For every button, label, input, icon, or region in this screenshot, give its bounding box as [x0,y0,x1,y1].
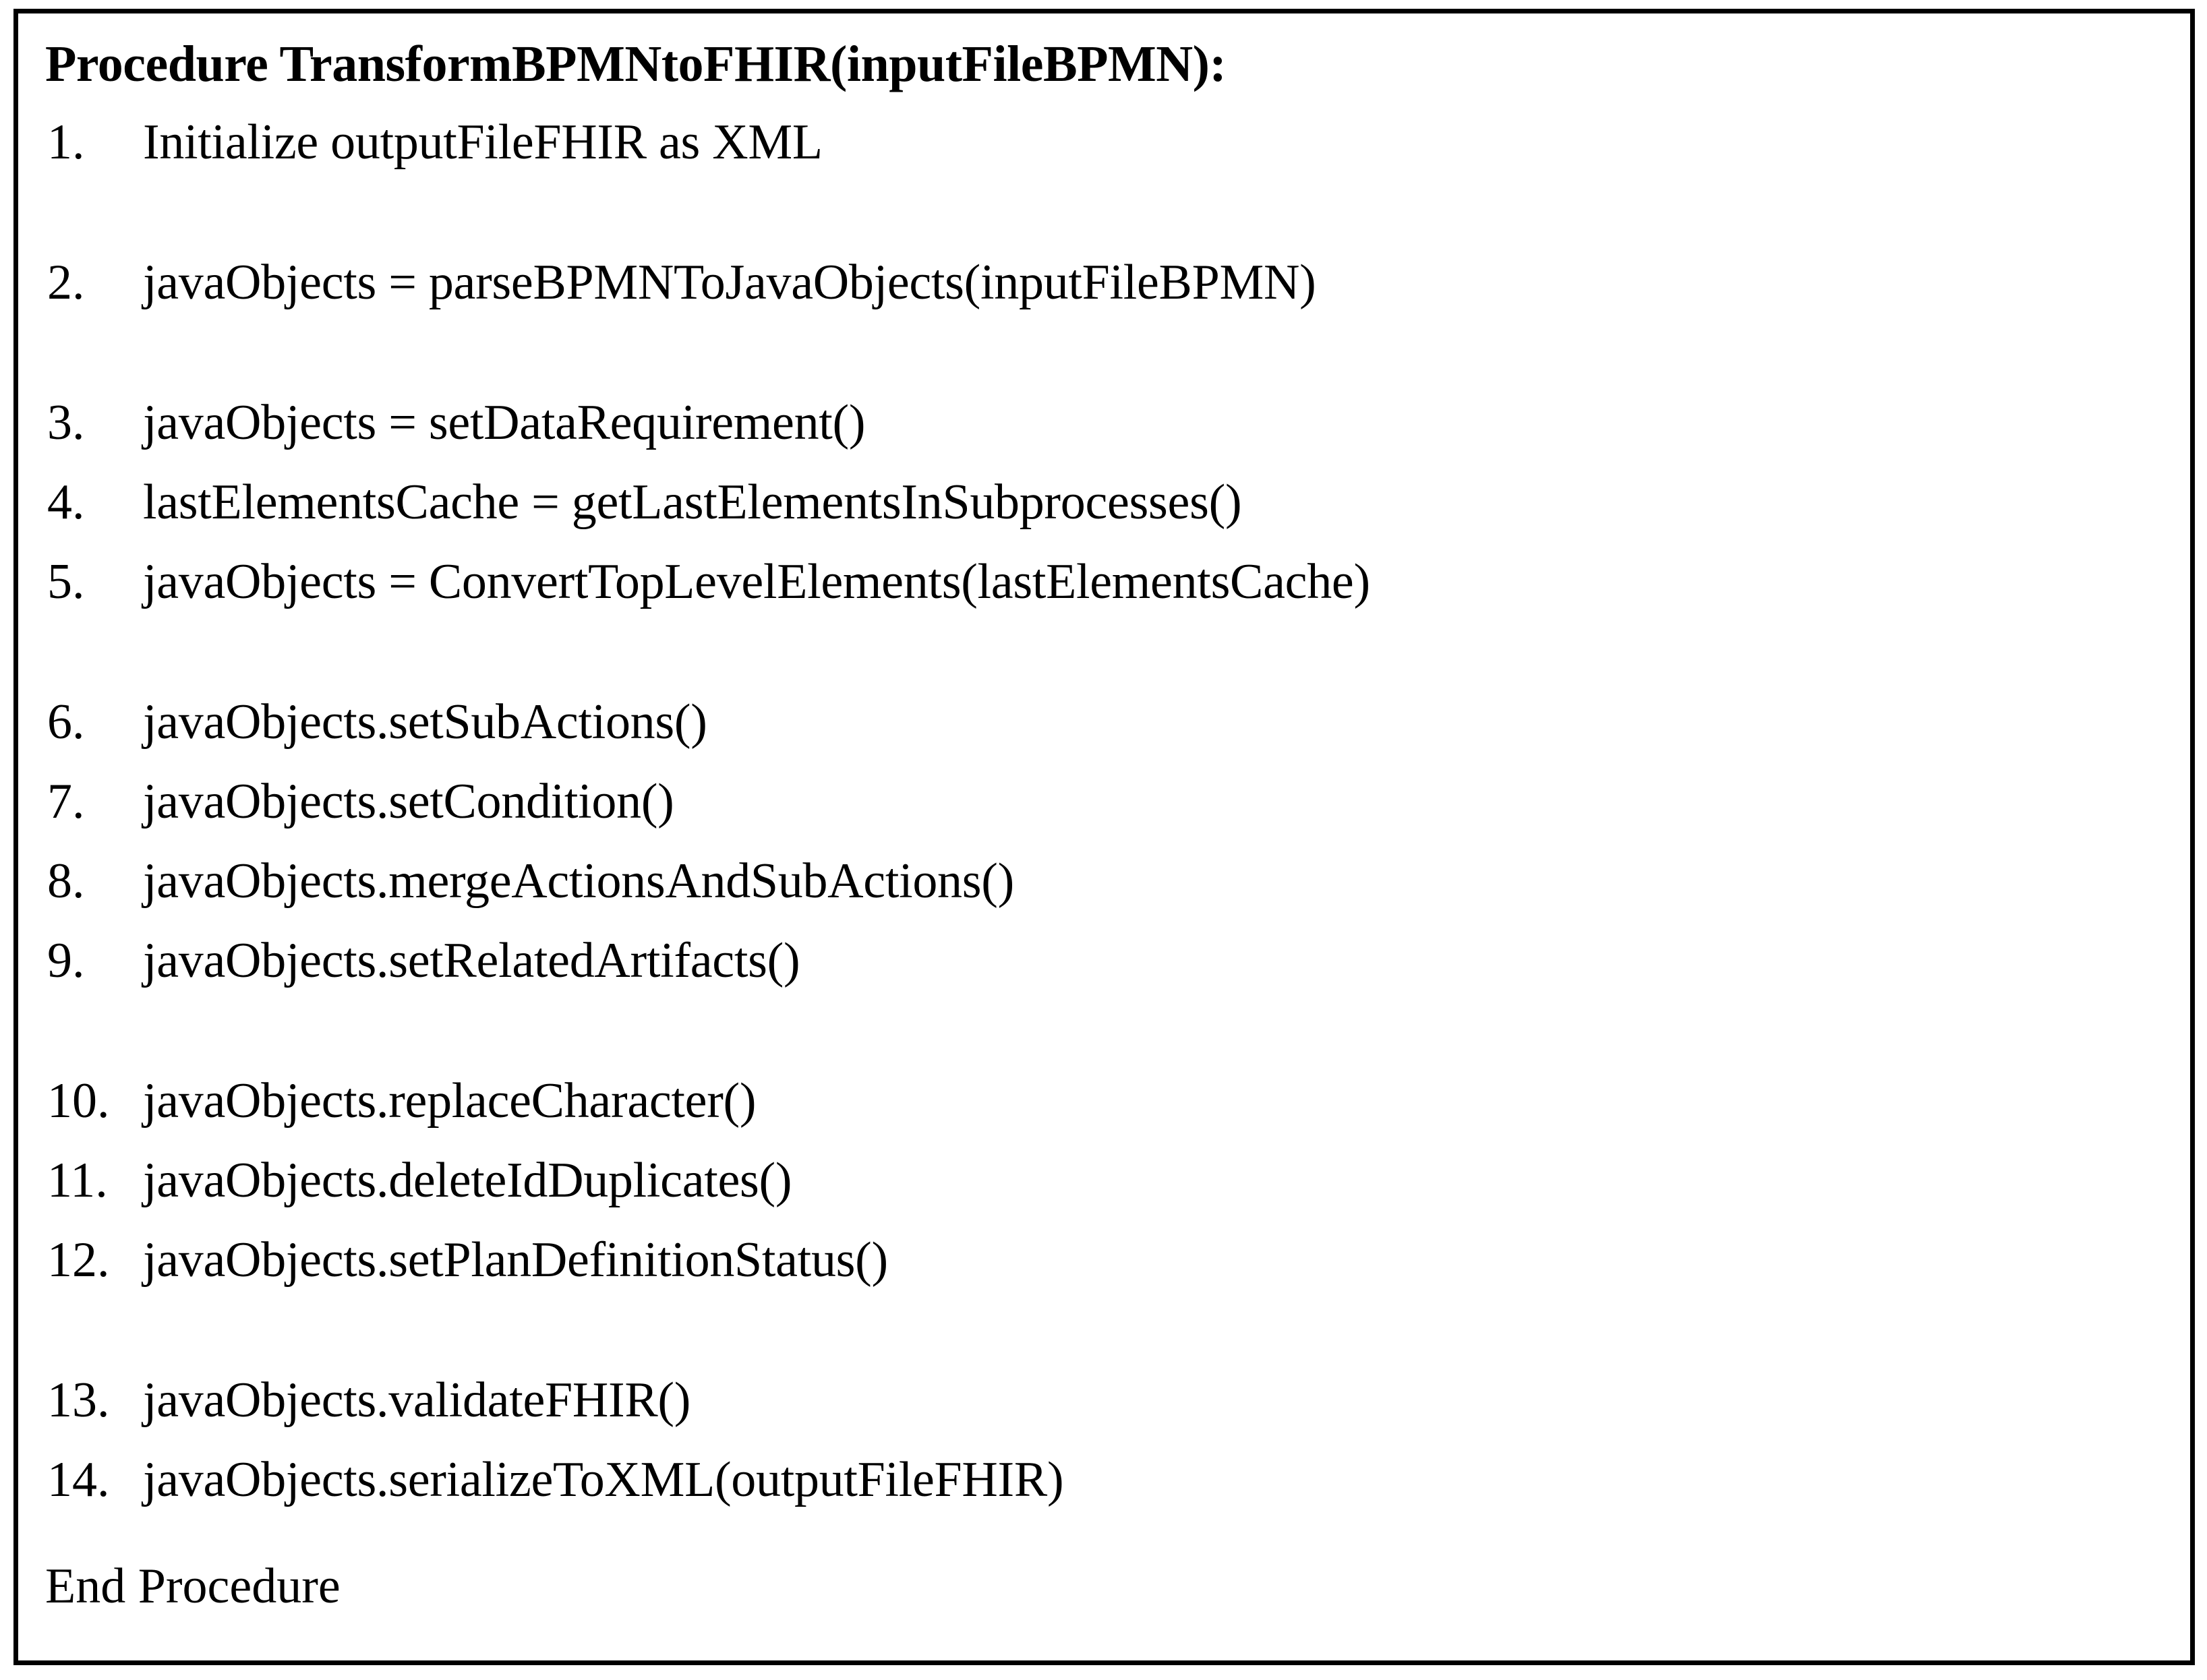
step-number: 12. [47,1232,110,1288]
step-number: 8. [47,853,85,909]
step-text: javaObjects.validateFHIR() [143,1373,691,1428]
group-spacer [18,182,2190,243]
pseudocode-step-3: 3. javaObjects = setDataRequirement() [18,383,2190,462]
step-text: javaObjects.setPlanDefinitionStatus() [143,1232,888,1288]
group-spacer [18,1520,2190,1547]
step-text: javaObjects.mergeActionsAndSubActions() [143,853,1014,909]
step-text: javaObjects.setCondition() [143,774,674,829]
step-text: javaObjects = parseBPMNToJavaObjects(inp… [143,255,1316,310]
pseudocode-step-13: 13. javaObjects.validateFHIR() [18,1360,2190,1440]
pseudocode-step-11: 11. javaObjects.deleteIdDuplicates() [18,1141,2190,1220]
step-text: javaObjects.setSubActions() [143,694,707,750]
group-spacer [18,622,2190,682]
step-text: javaObjects.replaceCharacter() [143,1073,757,1129]
step-text: lastElementsCache = getLastElementsInSub… [143,475,1242,530]
pseudocode-step-8: 8. javaObjects.mergeActionsAndSubActions… [18,841,2190,921]
group-spacer [18,1000,2190,1061]
step-text: javaObjects = ConvertTopLevelElements(la… [143,554,1370,609]
pseudocode-step-7: 7. javaObjects.setCondition() [18,762,2190,841]
pseudocode-step-12: 12. javaObjects.setPlanDefinitionStatus(… [18,1220,2190,1300]
step-number: 11. [47,1153,108,1208]
step-number: 2. [47,255,85,310]
step-number: 10. [47,1073,110,1129]
pseudocode-step-9: 9. javaObjects.setRelatedArtifacts() [18,921,2190,1000]
step-number: 13. [47,1373,110,1428]
step-text: Initialize outputFileFHIR as XML [143,115,823,170]
pseudocode-listing: Procedure TransformBPMNtoFHIR(inputFileB… [18,13,2190,1660]
step-number: 5. [47,554,85,609]
step-text: javaObjects.deleteIdDuplicates() [143,1153,792,1208]
step-number: 1. [47,115,85,170]
step-number: 4. [47,475,85,530]
end-procedure-label: End Procedure [45,1559,341,1614]
step-text: javaObjects.setRelatedArtifacts() [143,933,800,988]
step-number: 3. [47,395,85,450]
step-text: javaObjects = setDataRequirement() [143,395,866,450]
procedure-title: Procedure TransformBPMNtoFHIR(inputFileB… [45,36,1227,92]
step-number: 7. [47,774,85,829]
step-number: 9. [47,933,85,988]
pseudocode-step-2: 2. javaObjects = parseBPMNToJavaObjects(… [18,243,2190,322]
step-number: 14. [47,1452,110,1507]
group-spacer [18,322,2190,383]
pseudocode-step-14: 14. javaObjects.serializeToXML(outputFil… [18,1440,2190,1520]
top-spacer [18,13,2190,23]
pseudocode-step-1: 1. Initialize outputFileFHIR as XML [18,102,2190,182]
group-spacer [18,1300,2190,1360]
pseudocode-step-6: 6. javaObjects.setSubActions() [18,682,2190,762]
step-number: 6. [47,694,85,750]
step-text: javaObjects.serializeToXML(outputFileFHI… [143,1452,1064,1507]
pseudocode-step-10: 10. javaObjects.replaceCharacter() [18,1061,2190,1141]
pseudocode-step-4: 4. lastElementsCache = getLastElementsIn… [18,462,2190,542]
pseudocode-figure-frame: Procedure TransformBPMNtoFHIR(inputFileB… [13,9,2195,1665]
pseudocode-step-5: 5. javaObjects = ConvertTopLevelElements… [18,542,2190,622]
